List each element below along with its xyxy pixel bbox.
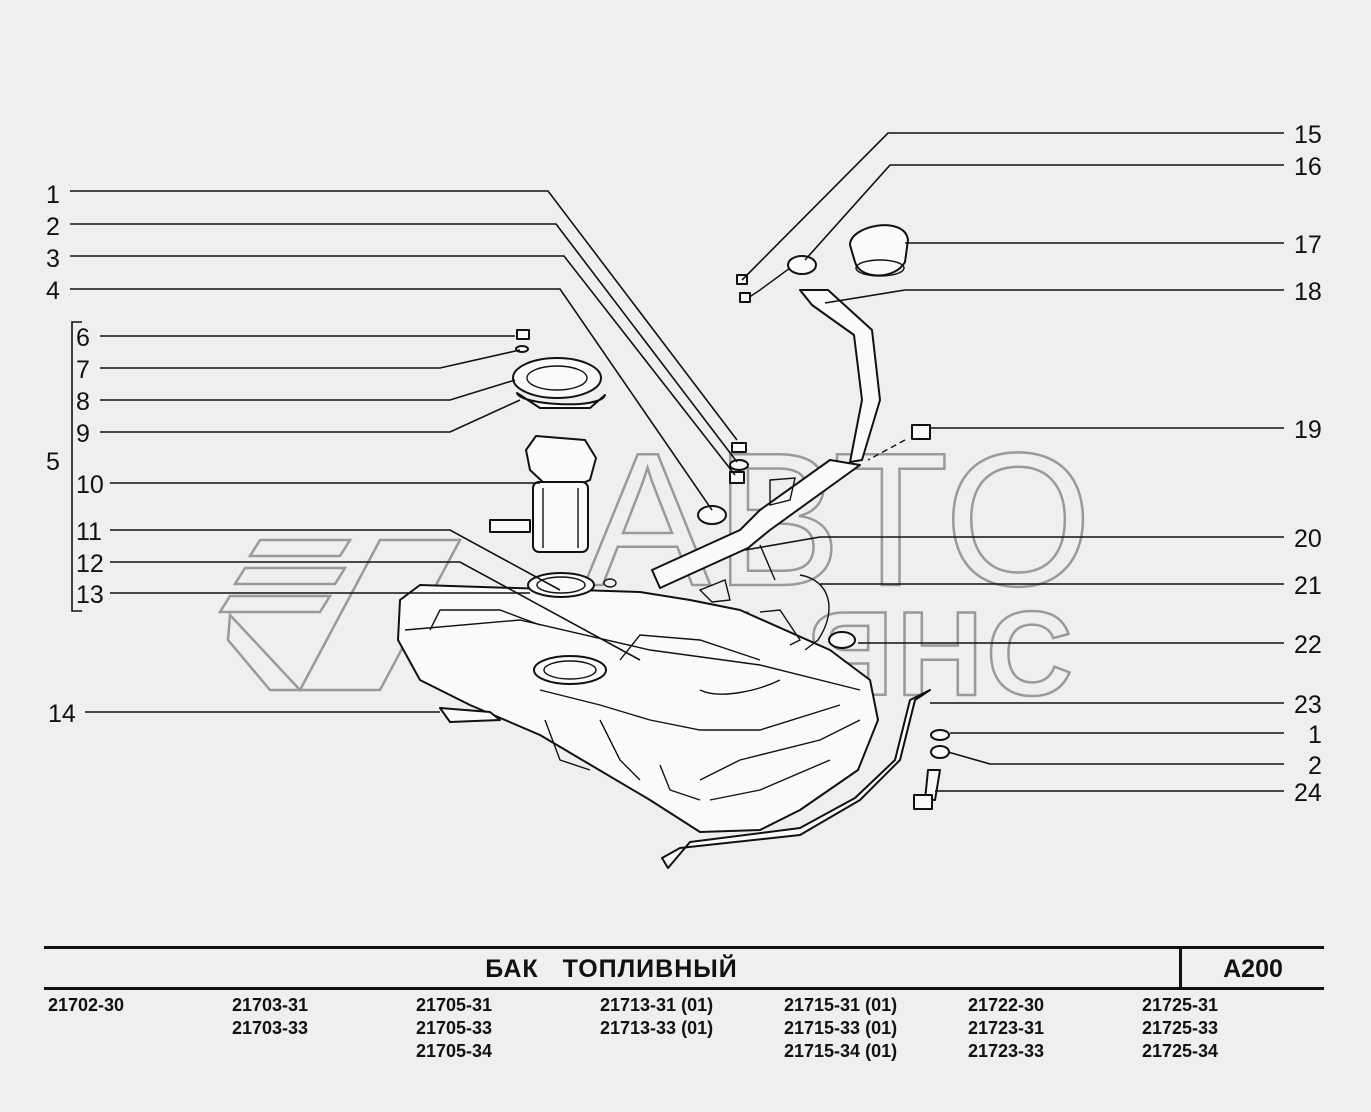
leader-lines xyxy=(70,132,1284,792)
pump-body-10 xyxy=(532,481,589,553)
model-code: 21713-31 (01) xyxy=(600,995,714,1015)
parts-diagram: АВТО АЛЬЯНС xyxy=(46,121,1322,869)
model-code: 21725-34 xyxy=(1142,1041,1219,1061)
model-column: 21715-31 (01) 21715-33 (01) 21715-34 (01… xyxy=(784,994,897,1063)
callout-11: 11 xyxy=(76,518,102,546)
callout-23: 23 xyxy=(1294,691,1322,719)
callout-2-right: 2 xyxy=(1308,752,1322,780)
model-code: 21703-33 xyxy=(232,1018,309,1038)
callout-9: 9 xyxy=(76,420,90,448)
callout-4: 4 xyxy=(46,277,60,305)
model-code: 21725-31 xyxy=(1142,995,1219,1015)
filler-cap-17 xyxy=(849,224,909,277)
callout-18: 18 xyxy=(1294,278,1322,306)
page-title: БАК ТОПЛИВНЫЙ xyxy=(485,955,738,983)
model-code: 21723-33 xyxy=(968,1041,1045,1061)
callout-20: 20 xyxy=(1294,525,1322,553)
model-list: 21702-30 21703-31 21703-33 21705-31 2170… xyxy=(48,994,1324,1074)
callout-15: 15 xyxy=(1294,121,1322,149)
callout-24: 24 xyxy=(1294,779,1322,807)
title-bar: БАК ТОПЛИВНЫЙ A200 xyxy=(44,946,1324,990)
model-code: 21702-30 xyxy=(48,995,125,1015)
model-code: 21705-34 xyxy=(416,1041,493,1061)
clamp-ring-8 xyxy=(512,357,602,399)
fuel-pump-module xyxy=(489,329,617,598)
model-code: 21705-33 xyxy=(416,1018,493,1038)
model-code: 21713-33 (01) xyxy=(600,1018,714,1038)
model-column: 21722-30 21723-31 21723-33 xyxy=(968,994,1044,1063)
callout-22: 22 xyxy=(1294,631,1322,659)
model-column: 21713-31 (01) 21713-33 (01) xyxy=(600,994,713,1040)
nut-6 xyxy=(516,329,530,340)
callout-12: 12 xyxy=(76,550,104,578)
model-code: 21703-31 xyxy=(232,995,309,1015)
callout-14: 14 xyxy=(48,700,76,728)
callout-2: 2 xyxy=(46,213,60,241)
bolt-24 xyxy=(924,769,941,801)
callout-1: 1 xyxy=(46,181,60,209)
model-column: 21725-31 21725-33 21725-34 xyxy=(1142,994,1218,1063)
callout-21: 21 xyxy=(1294,572,1322,600)
watermark-line1: АВТО xyxy=(584,414,1096,626)
callout-10: 10 xyxy=(76,471,104,499)
gasket-9 xyxy=(516,392,606,409)
model-code: 21715-34 (01) xyxy=(784,1041,898,1061)
fuel-tank xyxy=(397,579,931,869)
clamp-22 xyxy=(828,631,856,649)
callout-6: 6 xyxy=(76,324,90,352)
callout-1-right: 1 xyxy=(1308,721,1322,749)
callout-labels: 1 2 3 4 5 6 7 8 9 10 11 12 13 14 15 16 1… xyxy=(46,121,1322,807)
pump-flange-10 xyxy=(525,435,597,487)
filler-ring-16 xyxy=(787,255,817,275)
callout-3: 3 xyxy=(46,245,60,273)
callout-19: 19 xyxy=(1294,416,1322,444)
callout-7: 7 xyxy=(76,356,90,384)
title-divider xyxy=(1179,949,1182,987)
model-column: 21702-30 xyxy=(48,994,124,1017)
filler-pipe-18 xyxy=(799,289,881,463)
model-code: 21715-31 (01) xyxy=(784,995,898,1015)
group-bracket-5 xyxy=(71,321,82,612)
watermark-emblem xyxy=(217,538,463,692)
callout-17: 17 xyxy=(1294,231,1322,259)
callout-16: 16 xyxy=(1294,153,1322,181)
model-code: 21723-31 xyxy=(968,1018,1045,1038)
model-column: 21705-31 21705-33 21705-34 xyxy=(416,994,492,1063)
callout-8: 8 xyxy=(76,388,90,416)
page-code: A200 xyxy=(1223,955,1283,983)
callout-5: 5 xyxy=(46,448,60,476)
nut-19 xyxy=(911,424,931,440)
model-code: 21705-31 xyxy=(416,995,493,1015)
model-column: 21703-31 21703-33 xyxy=(232,994,308,1040)
clamp-4 xyxy=(697,505,727,525)
model-code: 21722-30 xyxy=(968,995,1045,1015)
callout-13: 13 xyxy=(76,581,104,609)
model-code: 21725-33 xyxy=(1142,1018,1219,1038)
hose-20 xyxy=(651,459,861,589)
model-code: 21715-33 (01) xyxy=(784,1018,898,1038)
